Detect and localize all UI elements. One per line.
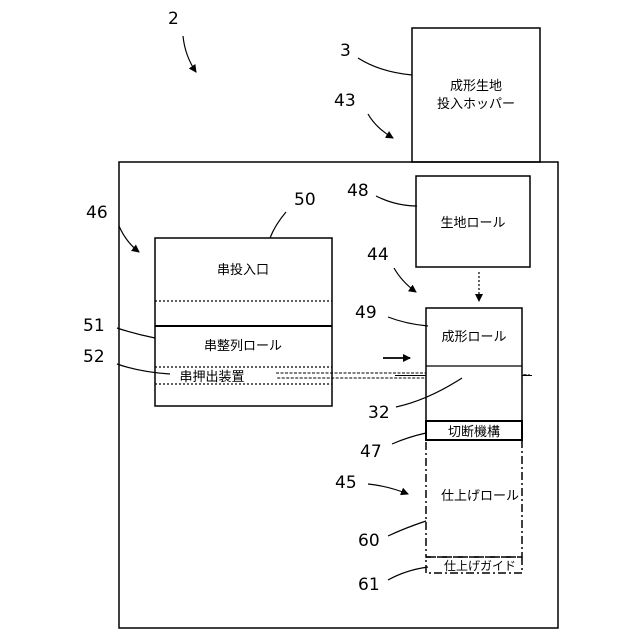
skewer-align-roll-label: 串整列ロール — [204, 339, 282, 354]
ref-48: 48 — [347, 181, 369, 201]
ref-46: 46 — [86, 203, 108, 223]
ref-51-leader — [117, 328, 155, 338]
forming-roll-label: 成形ロール — [441, 330, 506, 345]
cutting-mechanism-label: 切断機構 — [448, 425, 500, 440]
ref-60: 60 — [358, 531, 380, 551]
dough-roll-label: 生地ロール — [440, 216, 505, 231]
finishing-guide-label: 仕上げガイド — [444, 559, 516, 573]
ref-60-leader — [388, 521, 426, 536]
ref-44: 44 — [367, 245, 389, 265]
ref-47-leader — [392, 433, 426, 444]
ref-3-leader — [358, 58, 412, 75]
skewer-push-device-label: 串押出装置 — [179, 370, 244, 385]
ref-52: 52 — [83, 347, 105, 367]
ref-43: 43 — [334, 91, 356, 111]
skewer-inlet-label: 串投入口 — [217, 262, 269, 278]
ref-48-leader — [376, 196, 417, 206]
ref-47: 47 — [360, 442, 382, 462]
ref-49-leader — [388, 317, 428, 326]
ref-61: 61 — [358, 575, 380, 595]
ref-44-arrow — [394, 268, 416, 292]
forming-roll-box — [426, 308, 522, 421]
ref-3: 3 — [340, 41, 351, 61]
ref-43-arrow — [368, 114, 393, 138]
ref-2: 2 — [168, 9, 179, 29]
ref-45: 45 — [335, 473, 357, 493]
ref-45-arrow — [368, 484, 408, 494]
finishing-roll-label: 仕上げロール — [441, 489, 519, 504]
ref-61-leader — [388, 567, 428, 580]
ref-46-arrow — [119, 226, 139, 252]
ref-51: 51 — [83, 316, 105, 336]
ref-50-leader — [270, 212, 286, 238]
ref-49: 49 — [355, 303, 377, 323]
hopper-box — [412, 28, 540, 162]
ref-32: 32 — [368, 403, 390, 423]
ref-2-arrow — [183, 36, 196, 72]
hopper-label-line2: 投入ホッパー — [437, 96, 515, 112]
hopper-label-line1: 成形生地 — [450, 79, 502, 94]
ref-50: 50 — [294, 190, 316, 210]
